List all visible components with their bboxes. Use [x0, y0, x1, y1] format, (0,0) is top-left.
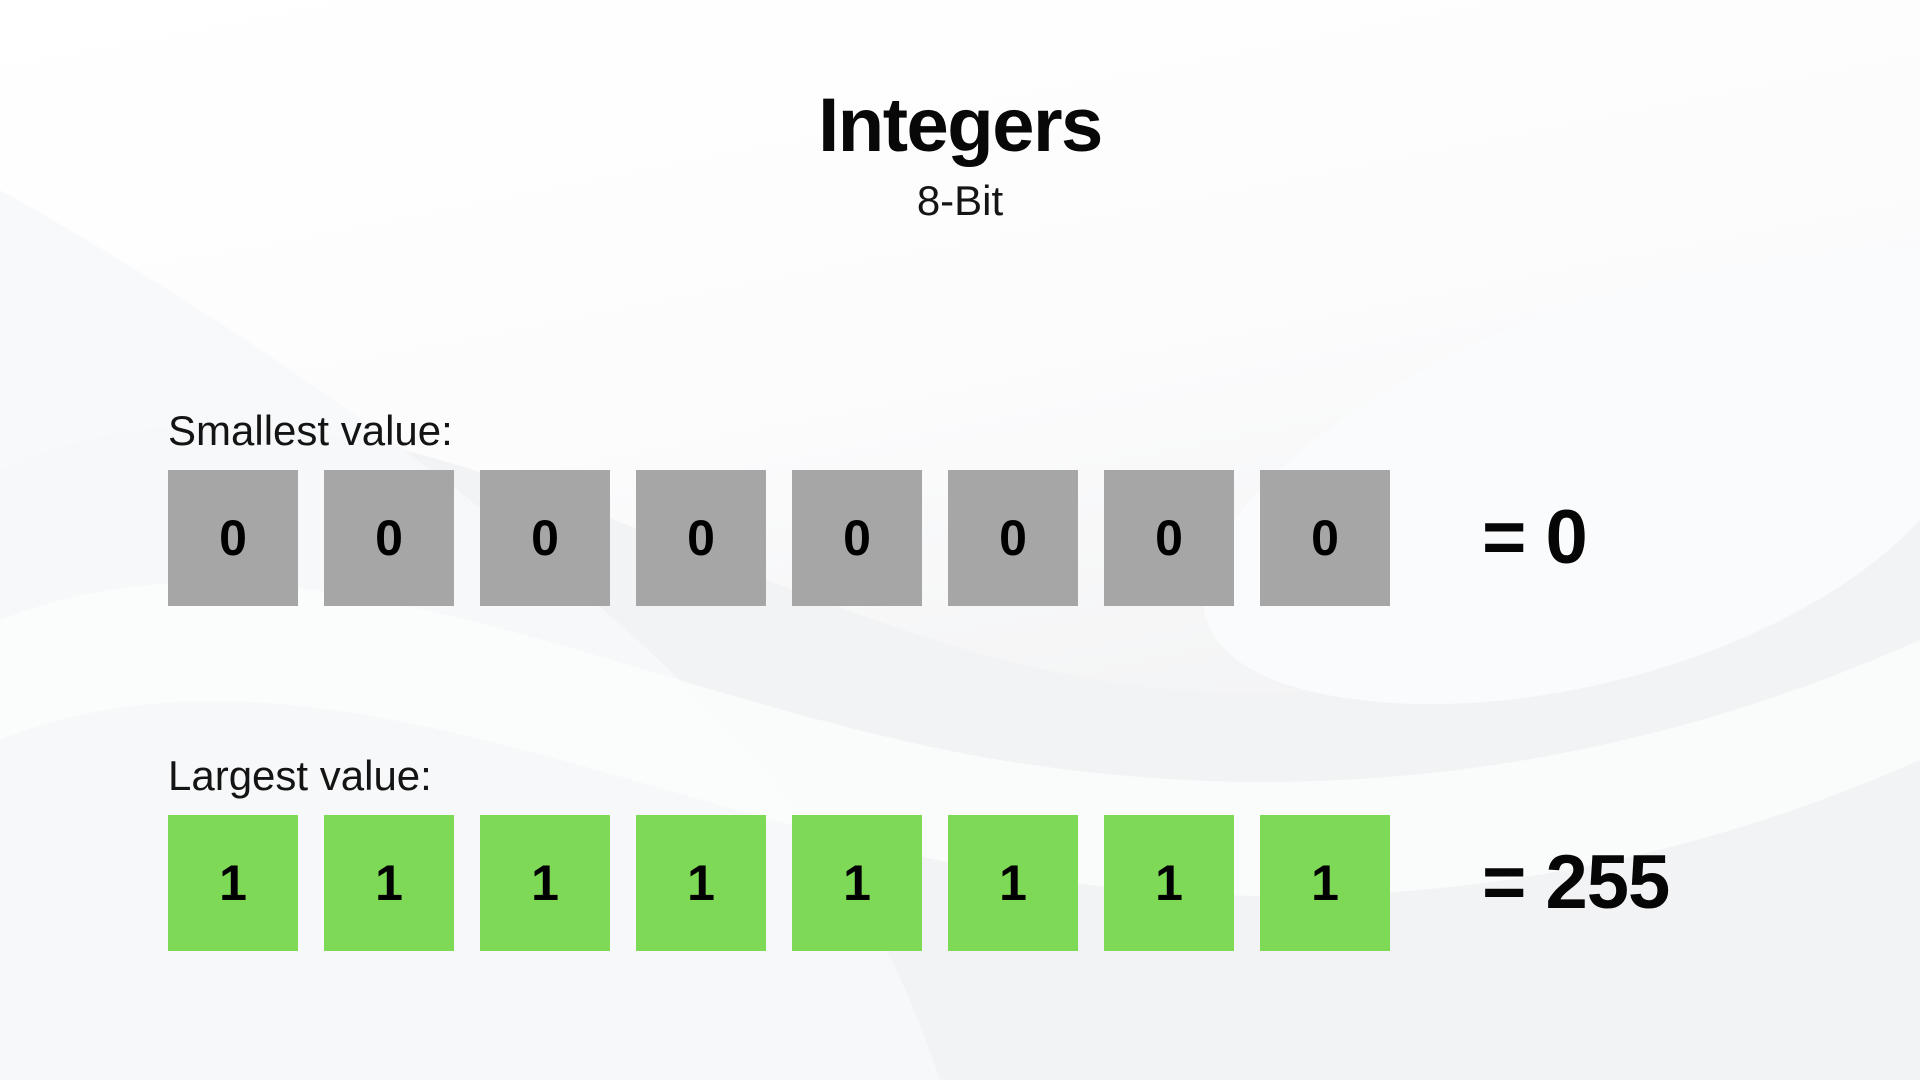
- largest-value-result: = 255: [1482, 840, 1670, 926]
- bit-cell[interactable]: 1: [168, 815, 298, 952]
- bit-cell[interactable]: 0: [792, 470, 922, 607]
- smallest-bit-strip: 0 0 0 0 0 0 0 0: [168, 470, 1390, 607]
- bit-cell[interactable]: 1: [1104, 815, 1234, 952]
- largest-bit-strip: 1 1 1 1 1 1 1 1: [168, 815, 1390, 952]
- bit-cell[interactable]: 1: [324, 815, 454, 952]
- bit-cell[interactable]: 1: [948, 815, 1078, 952]
- smallest-value-label: Smallest value:: [168, 407, 453, 454]
- page-subtitle: 8-Bit: [916, 176, 1004, 224]
- bit-cell[interactable]: 0: [168, 470, 298, 607]
- smallest-value-result: = 0: [1482, 495, 1588, 581]
- largest-value-row: Largest value: 1 1 1 1 1 1 1 1 = 255: [168, 752, 1670, 952]
- title-block: Integers 8-Bit: [0, 86, 1920, 224]
- bit-cell[interactable]: 0: [1260, 470, 1390, 607]
- bit-cell[interactable]: 1: [792, 815, 922, 952]
- largest-value-label: Largest value:: [168, 752, 432, 799]
- bit-cell[interactable]: 0: [1104, 470, 1234, 607]
- smallest-value-row: Smallest value: 0 0 0 0 0 0 0 0 = 0: [168, 407, 1588, 607]
- bit-cell[interactable]: 1: [636, 815, 766, 952]
- largest-value-body: 1 1 1 1 1 1 1 1 = 255: [168, 815, 1670, 952]
- bit-cell[interactable]: 0: [636, 470, 766, 607]
- smallest-value-body: 0 0 0 0 0 0 0 0 = 0: [168, 470, 1588, 607]
- bit-cell[interactable]: 0: [324, 470, 454, 607]
- bit-cell[interactable]: 1: [1260, 815, 1390, 952]
- bit-cell[interactable]: 0: [480, 470, 610, 607]
- bit-cell[interactable]: 0: [948, 470, 1078, 607]
- page-title: Integers: [818, 83, 1103, 168]
- bit-cell[interactable]: 1: [480, 815, 610, 952]
